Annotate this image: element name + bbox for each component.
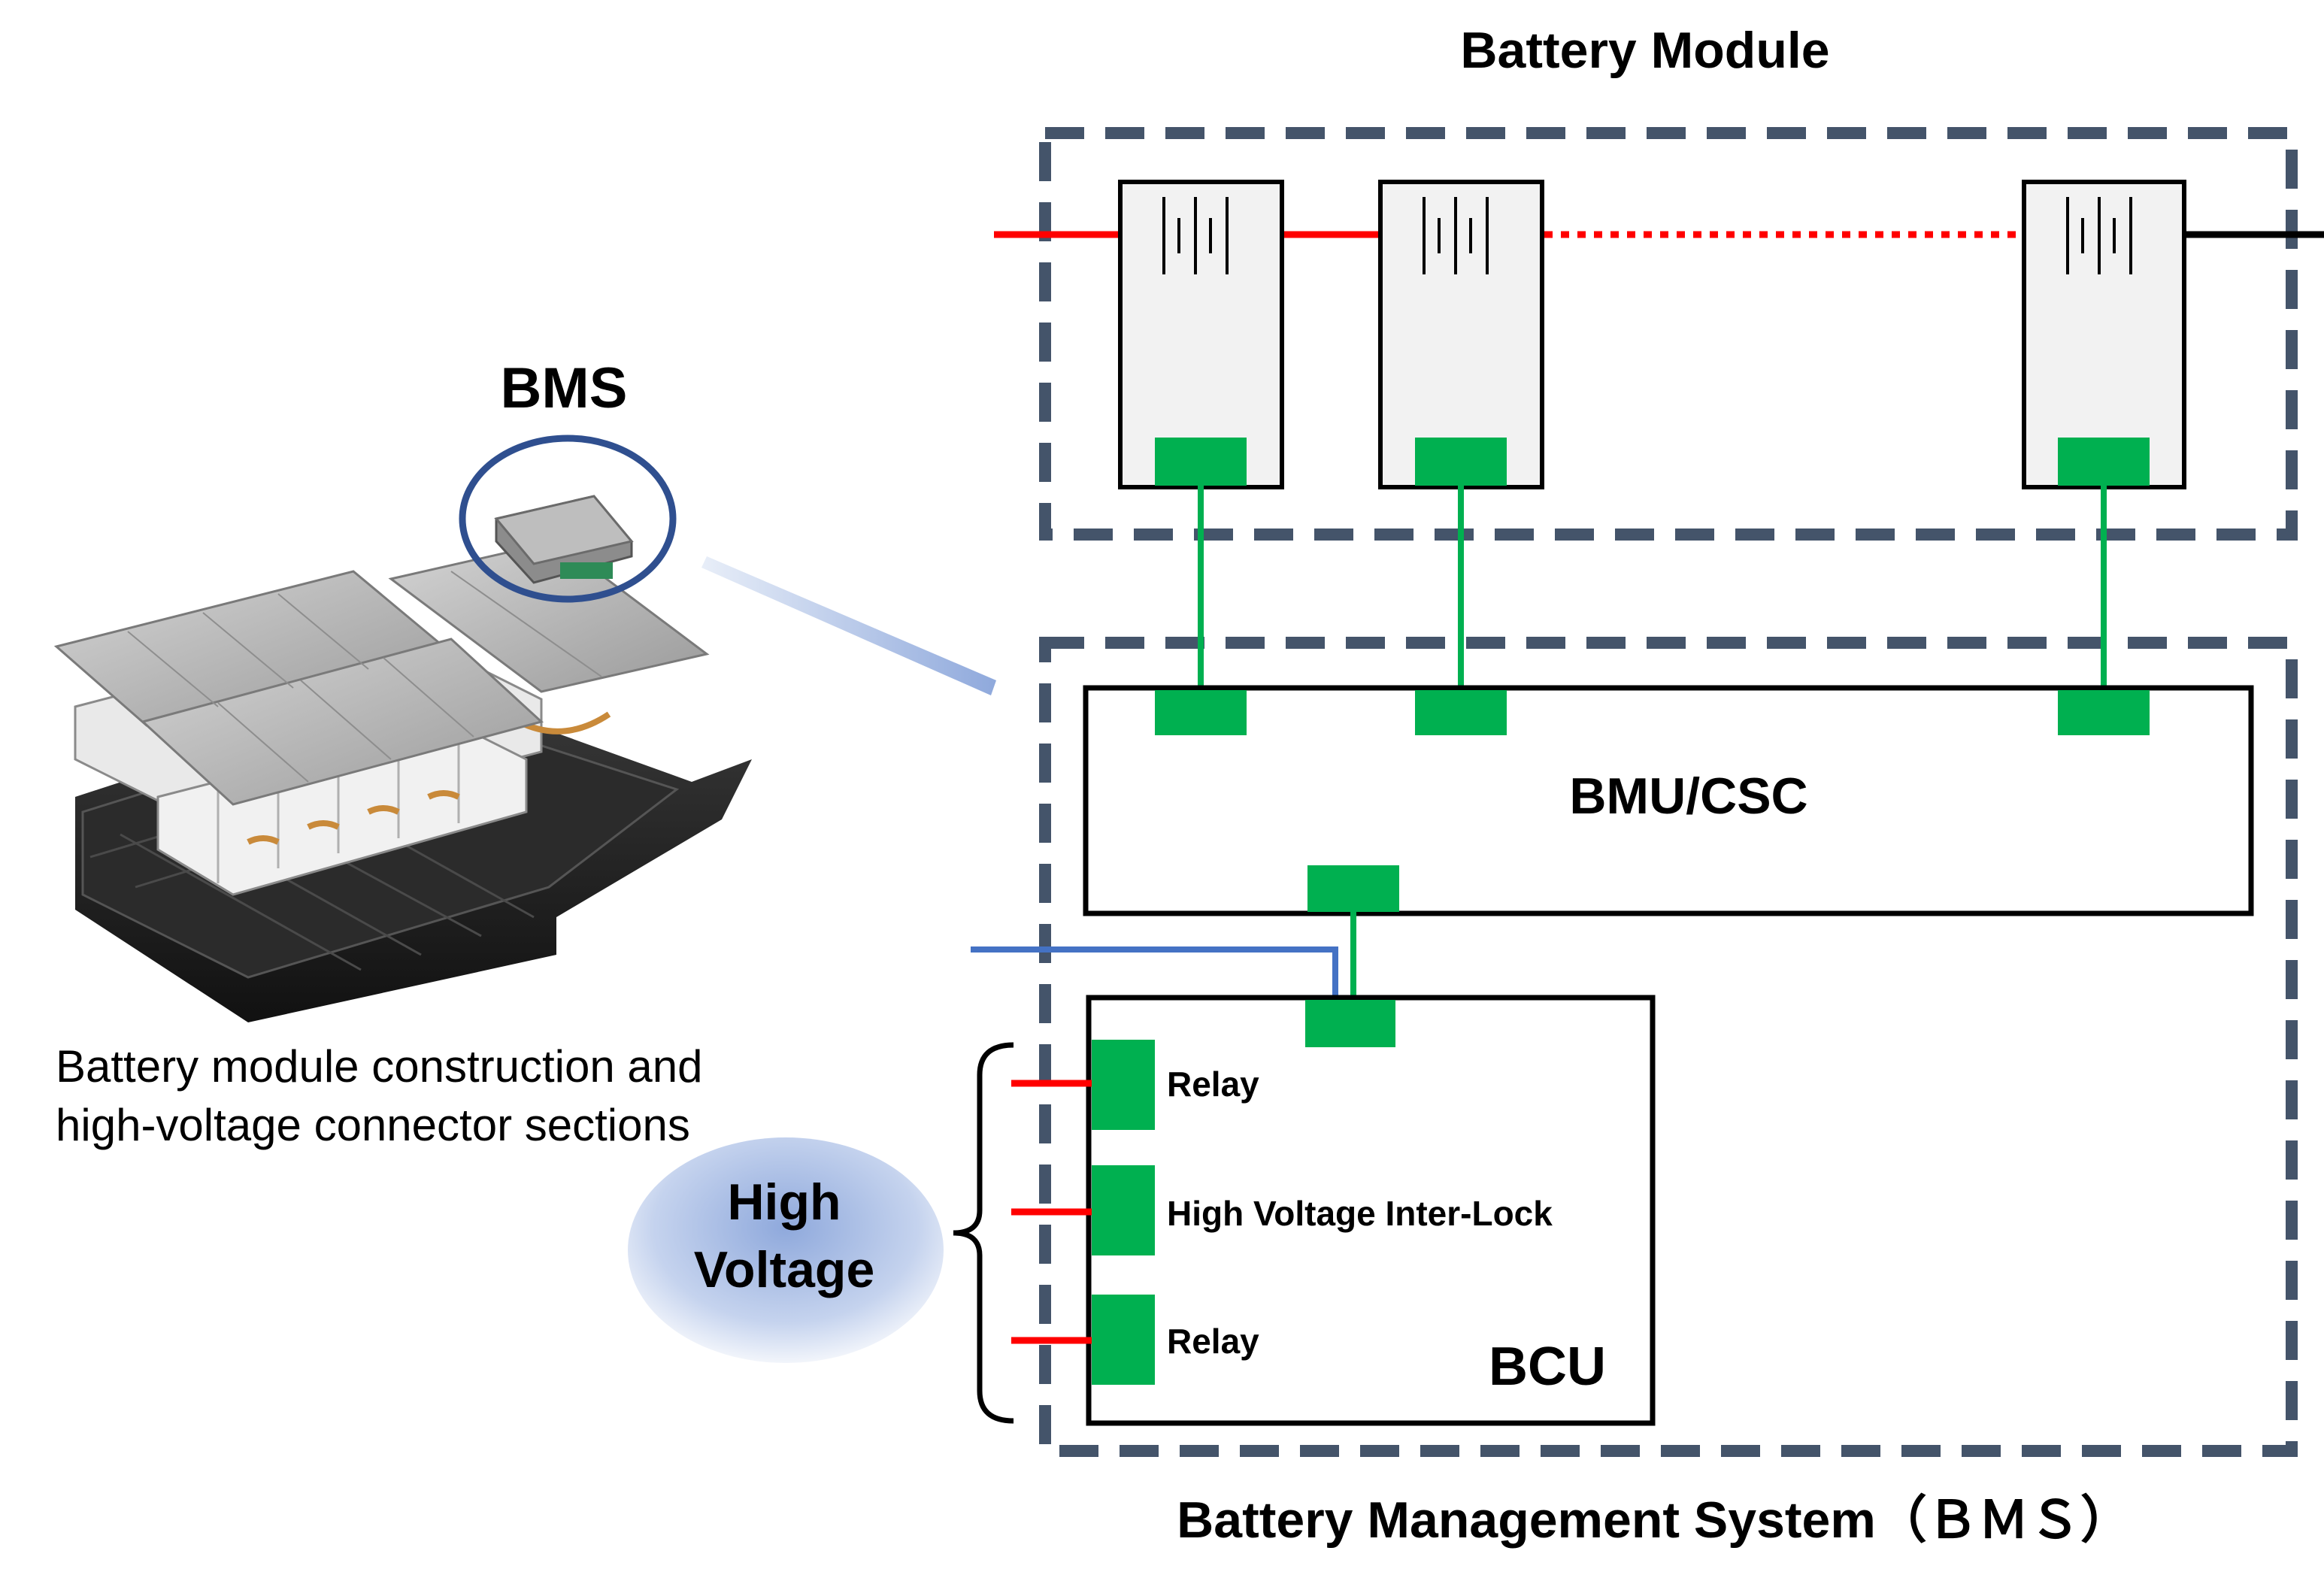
bcu-top-connector [1305,1000,1395,1047]
pack-caption: Battery module construction and high-vol… [56,1037,807,1155]
bms-frame [1039,637,2298,1457]
battery-cell-1 [1118,180,1284,489]
bmu-connector-3 [2058,690,2150,735]
hv-brace [953,1042,1014,1424]
battery-pack-illustration [53,495,752,1022]
bms-highlight-ring [459,435,677,603]
battery-symbol-icon [1423,197,1489,274]
battery-module-title: Battery Module [1460,22,1829,79]
bcu-label: BCU [1489,1337,1606,1397]
bmu-csc-box [1083,685,2254,916]
cell-connector-1 [1155,438,1247,486]
bmu-connector-2 [1415,690,1507,735]
cell-connector-3 [2058,438,2150,486]
bms-footer-title: Battery Management System（ＢＭＳ） [1177,1492,2132,1549]
cell-bmu-links [1198,486,2107,690]
battery-symbol-icon [1162,197,1229,274]
bcu-box [1086,995,1656,1426]
bmu-bottom-connector [1307,865,1399,912]
cell-connector-2 [1415,438,1507,486]
interlock-label: High Voltage Inter-Lock [1167,1194,1553,1233]
external-comm-wire [971,946,1338,1000]
hv-wires [1011,1080,1092,1344]
bmu-connector-1 [1155,690,1247,735]
bms-pointer-beam [701,556,996,695]
bmu-csc-label: BMU/CSC [1569,768,1807,825]
battery-symbol-icon [2066,197,2132,274]
hv-bubble-line2: Voltage [694,1241,875,1298]
relay-port-1 [1092,1040,1155,1130]
caption-line-2: high-voltage connector sections [56,1100,690,1150]
high-voltage-bubble [628,1137,944,1363]
battery-cell-3 [2022,180,2186,489]
caption-line-1: Battery module construction and [56,1041,703,1092]
bms-label: BMS [501,356,628,420]
relay-label-1: Relay [1167,1065,1259,1104]
hv-bubble-line1: High [727,1174,841,1231]
relay-label-2: Relay [1167,1322,1259,1361]
relay-port-2 [1092,1295,1155,1385]
battery-cell-2 [1378,180,1544,489]
interlock-port [1092,1165,1155,1255]
battery-module-frame [1039,127,2298,541]
